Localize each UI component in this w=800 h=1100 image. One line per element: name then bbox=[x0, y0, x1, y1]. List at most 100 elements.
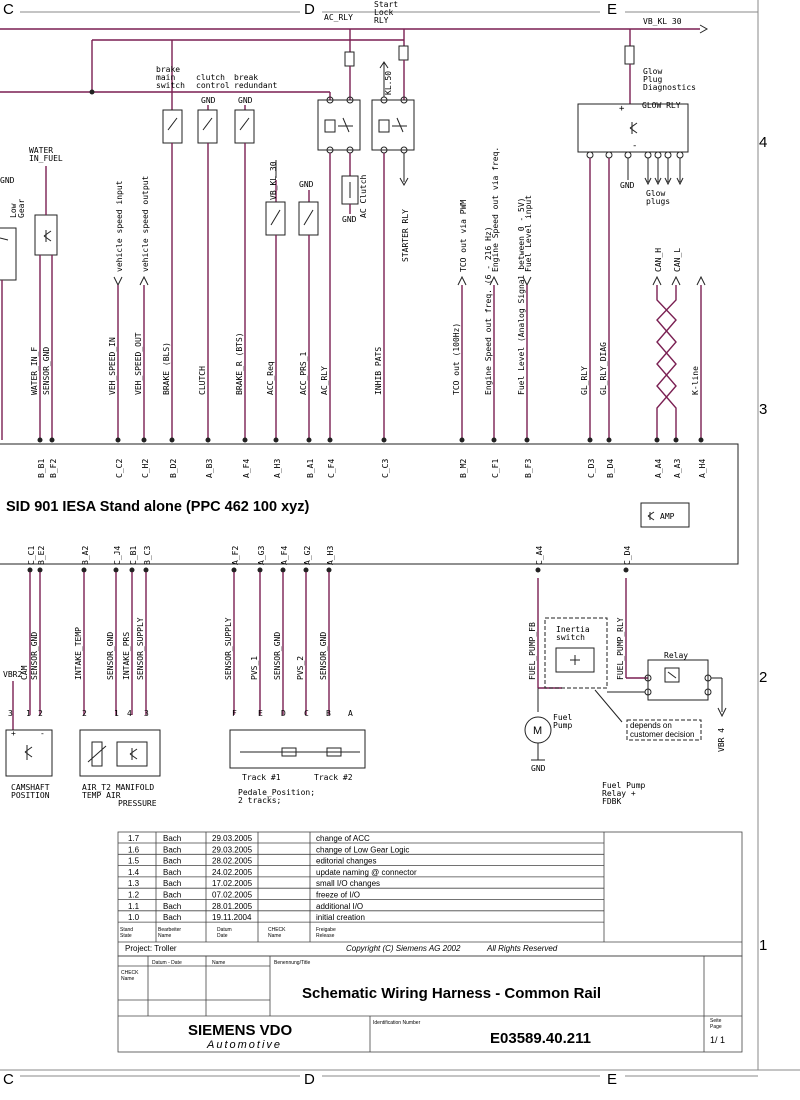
revision-ver: 1.4 bbox=[128, 868, 140, 877]
depends-label-2: customer decision bbox=[630, 730, 694, 739]
check-header: CHECK bbox=[121, 970, 139, 976]
depends-label-1: depends on bbox=[630, 721, 672, 730]
ident-label: Identification Number bbox=[373, 1020, 421, 1026]
lower-pin-label: A_F2 bbox=[231, 546, 240, 565]
upper-wire-label: ACC_Req bbox=[266, 361, 275, 395]
upper-pin-dot bbox=[381, 437, 387, 443]
lower-pin-label: A_G2 bbox=[303, 546, 312, 565]
lower-pin-dot bbox=[303, 567, 309, 573]
pedal-pin-b: B bbox=[326, 709, 331, 718]
upper-pin-dot bbox=[327, 437, 333, 443]
speed-signals: vehicle speed input vehicle speed output bbox=[113, 175, 150, 440]
revision-ver: 1.7 bbox=[128, 834, 140, 843]
rights-label: All Rights Reserved bbox=[486, 944, 558, 953]
right-signals: TCO out via PWM Engine Speed out via fre… bbox=[457, 147, 706, 440]
air-pin-4: 4 bbox=[127, 709, 132, 718]
cam-pin-1: 1 bbox=[26, 709, 31, 718]
relay-fdbk-2: Relay + bbox=[602, 789, 636, 798]
clutch-label-1: clutch bbox=[196, 73, 225, 82]
ac-clutch-gnd: GND bbox=[342, 215, 357, 224]
starter-relay: KL.50 STARTER RLY bbox=[371, 29, 415, 440]
upper-pin-dot bbox=[306, 437, 312, 443]
lower-pin-label: B_A2 bbox=[81, 546, 90, 565]
pedal-label-2: 2 tracks; bbox=[238, 796, 281, 805]
rev-header-1: Stand bbox=[120, 927, 133, 933]
pedal-position-sensor: F E D C B A Track #1 Track #2 Pedale_Pos… bbox=[229, 709, 366, 805]
lower-pin-dot bbox=[535, 567, 541, 573]
rev-header2-5: Release bbox=[316, 933, 335, 939]
revision-note: change of ACC bbox=[316, 834, 370, 843]
upper-pin-label: A_H3 bbox=[273, 459, 282, 478]
glow-gnd: GND bbox=[620, 181, 635, 190]
pedal-pin-e: E bbox=[258, 709, 263, 718]
inertia-label-1: Inertia bbox=[556, 625, 590, 634]
upper-pin-label: A_A3 bbox=[673, 459, 682, 478]
grid-row-3: 3 bbox=[759, 401, 767, 418]
ecu-box: SID 901 IESA Stand alone (PPC 462 100 xy… bbox=[0, 443, 739, 565]
upper-wire-label: WATER_IN_F bbox=[30, 347, 39, 395]
upper-pin-label: B_F3 bbox=[524, 459, 533, 478]
revision-ver: 1.2 bbox=[128, 891, 140, 900]
project-label: Project: Troller bbox=[125, 944, 177, 953]
upper-pin-dot bbox=[524, 437, 530, 443]
low-gear-label-2: Gear bbox=[17, 199, 26, 218]
lower-pin-label: B_C3 bbox=[143, 546, 152, 565]
upper-wire-label: BRAKE_R (BTS) bbox=[235, 332, 244, 395]
grid-row-1: 1 bbox=[759, 937, 767, 954]
relay-label: Relay bbox=[664, 651, 688, 660]
upper-pin-label: B_D2 bbox=[169, 459, 178, 478]
upper-pin-label: B_A1 bbox=[306, 459, 315, 478]
upper-pin-label: A_B3 bbox=[205, 459, 214, 478]
check-name-header: Name bbox=[121, 976, 135, 982]
brake-main-label-2: main bbox=[156, 73, 175, 82]
cam-label-1: CAMSHAFT bbox=[11, 783, 50, 792]
fuel-pump-label-1: Fuel bbox=[553, 713, 572, 722]
lower-pin-label: C_J4 bbox=[113, 546, 122, 565]
rev-header2-1: State bbox=[120, 933, 132, 939]
brake-main-label-1: brake bbox=[156, 65, 180, 74]
name-header: Name bbox=[212, 960, 226, 966]
cam-plus: + bbox=[11, 729, 16, 738]
lower-pin-label: A_F4 bbox=[280, 546, 289, 565]
pedal-pin-a: A bbox=[348, 709, 353, 718]
revision-by: Bach bbox=[163, 868, 181, 877]
rev-header-4: CHECK bbox=[268, 927, 286, 933]
ac-rly-top-label: AC_RLY bbox=[324, 13, 353, 22]
lower-pin-label: A_H3 bbox=[326, 546, 335, 565]
upper-wire-label: AC_RLY bbox=[320, 366, 329, 395]
revision-by: Bach bbox=[163, 845, 181, 854]
revision-ver: 1.6 bbox=[128, 845, 140, 854]
grid-row-2: 2 bbox=[759, 669, 767, 686]
low-gear-gnd: GND bbox=[0, 176, 15, 185]
page-number: 1/ 1 bbox=[710, 1035, 725, 1045]
glow-rly-label: GLOW RLY bbox=[642, 101, 681, 110]
relay-fdbk-1: Fuel Pump bbox=[602, 781, 646, 790]
supply-bus: VB_KL 30 AC_RLY Start Lock RLY bbox=[0, 0, 709, 100]
fuel-level-label: Fuel Level input bbox=[524, 195, 533, 272]
vbr2-label: VBR2 bbox=[3, 670, 22, 679]
lower-wire-label: SENSOR_SUPPLY bbox=[136, 617, 145, 680]
upper-wire-label: CLUTCH bbox=[198, 366, 207, 395]
upper-wire-label: ACC_PRS_1 bbox=[299, 351, 308, 395]
glow-plugs-1: Glow bbox=[646, 189, 665, 198]
lower-pin-dot bbox=[113, 567, 119, 573]
rev-header-5: Freigabe bbox=[316, 927, 336, 933]
revision-by: Bach bbox=[163, 913, 181, 922]
rev-header2-3: Date bbox=[217, 933, 228, 939]
upper-pin-label: C_C3 bbox=[381, 459, 390, 478]
upper-pin-label: B_M2 bbox=[459, 459, 468, 478]
low-gear-label-1: Low bbox=[9, 203, 18, 218]
page-label-1: Seite bbox=[710, 1018, 722, 1024]
glow-title-1: Glow bbox=[643, 67, 662, 76]
track1-label: Track #1 bbox=[242, 773, 281, 782]
lower-wire-label: SENSOR_GND bbox=[273, 632, 282, 680]
company-name: SIEMENS VDO bbox=[188, 1022, 293, 1039]
clutch-gnd: GND bbox=[201, 96, 216, 105]
glow-title-2: Plug bbox=[643, 75, 662, 84]
upper-wire-label: INHIB PATS bbox=[374, 347, 383, 395]
